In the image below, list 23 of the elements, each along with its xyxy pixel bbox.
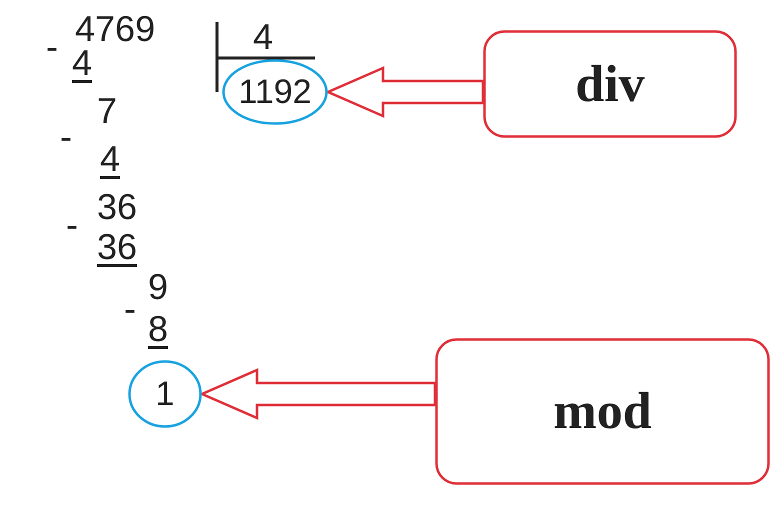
subtrahend: 36 [97,230,138,267]
quotient-ellipse [222,59,328,125]
partial-remainder: 36 [97,190,138,224]
divisor: 4 [253,20,274,54]
rounded-box [483,30,737,138]
block-arrow [324,66,484,118]
partial-remainder: 7 [97,94,118,128]
subtrahend: 4 [100,142,120,179]
box-caption: mod [553,382,652,441]
box-caption: div [575,54,645,114]
rounded-box [435,338,770,485]
block-arrow [198,368,436,420]
dividend: 4769 [75,12,156,46]
quotient-value: 1192 [238,75,312,109]
subtrahend: 8 [148,312,168,349]
minus-sign: - [60,120,72,154]
partial-remainder: 9 [148,270,168,304]
minus-sign: - [46,30,58,64]
minus-sign: - [66,208,78,242]
subtrahend: 4 [72,46,92,83]
minus-sign: - [124,292,136,326]
remainder-circle [128,360,202,428]
remainder-value: 1 [156,377,174,411]
